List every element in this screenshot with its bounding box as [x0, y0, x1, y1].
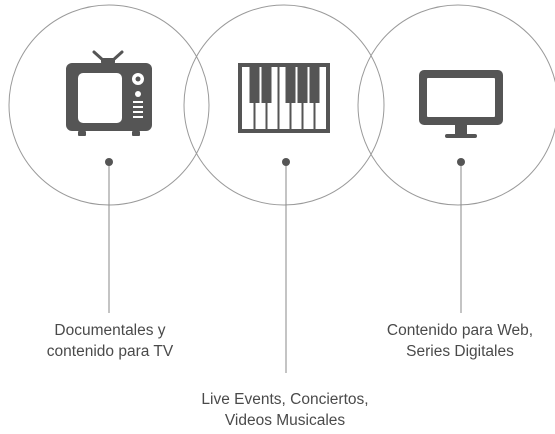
- caption-live-line-2: Videos Musicales: [224, 412, 346, 429]
- dot-web: [457, 158, 465, 166]
- caption-live-line-1: Live Events, Conciertos,: [201, 391, 369, 408]
- caption-web: Contenido para Web, Series Digitales: [360, 320, 555, 362]
- dot-live: [282, 158, 290, 166]
- caption-tv: Documentales y contenido para TV: [10, 320, 210, 362]
- caption-web-line-2: Series Digitales: [406, 343, 514, 360]
- caption-tv-line-2: contenido para TV: [46, 343, 174, 360]
- circle-live: [183, 4, 385, 206]
- caption-tv-line-1: Documentales y: [54, 322, 166, 339]
- piano-keyboard-icon: [238, 63, 330, 133]
- monitor-icon: [419, 70, 503, 138]
- caption-live: Live Events, Conciertos, Videos Musicale…: [185, 389, 385, 431]
- dot-tv: [105, 158, 113, 166]
- circle-web: [357, 4, 555, 206]
- caption-web-line-1: Contenido para Web,: [386, 322, 534, 339]
- tv-icon: [66, 50, 152, 136]
